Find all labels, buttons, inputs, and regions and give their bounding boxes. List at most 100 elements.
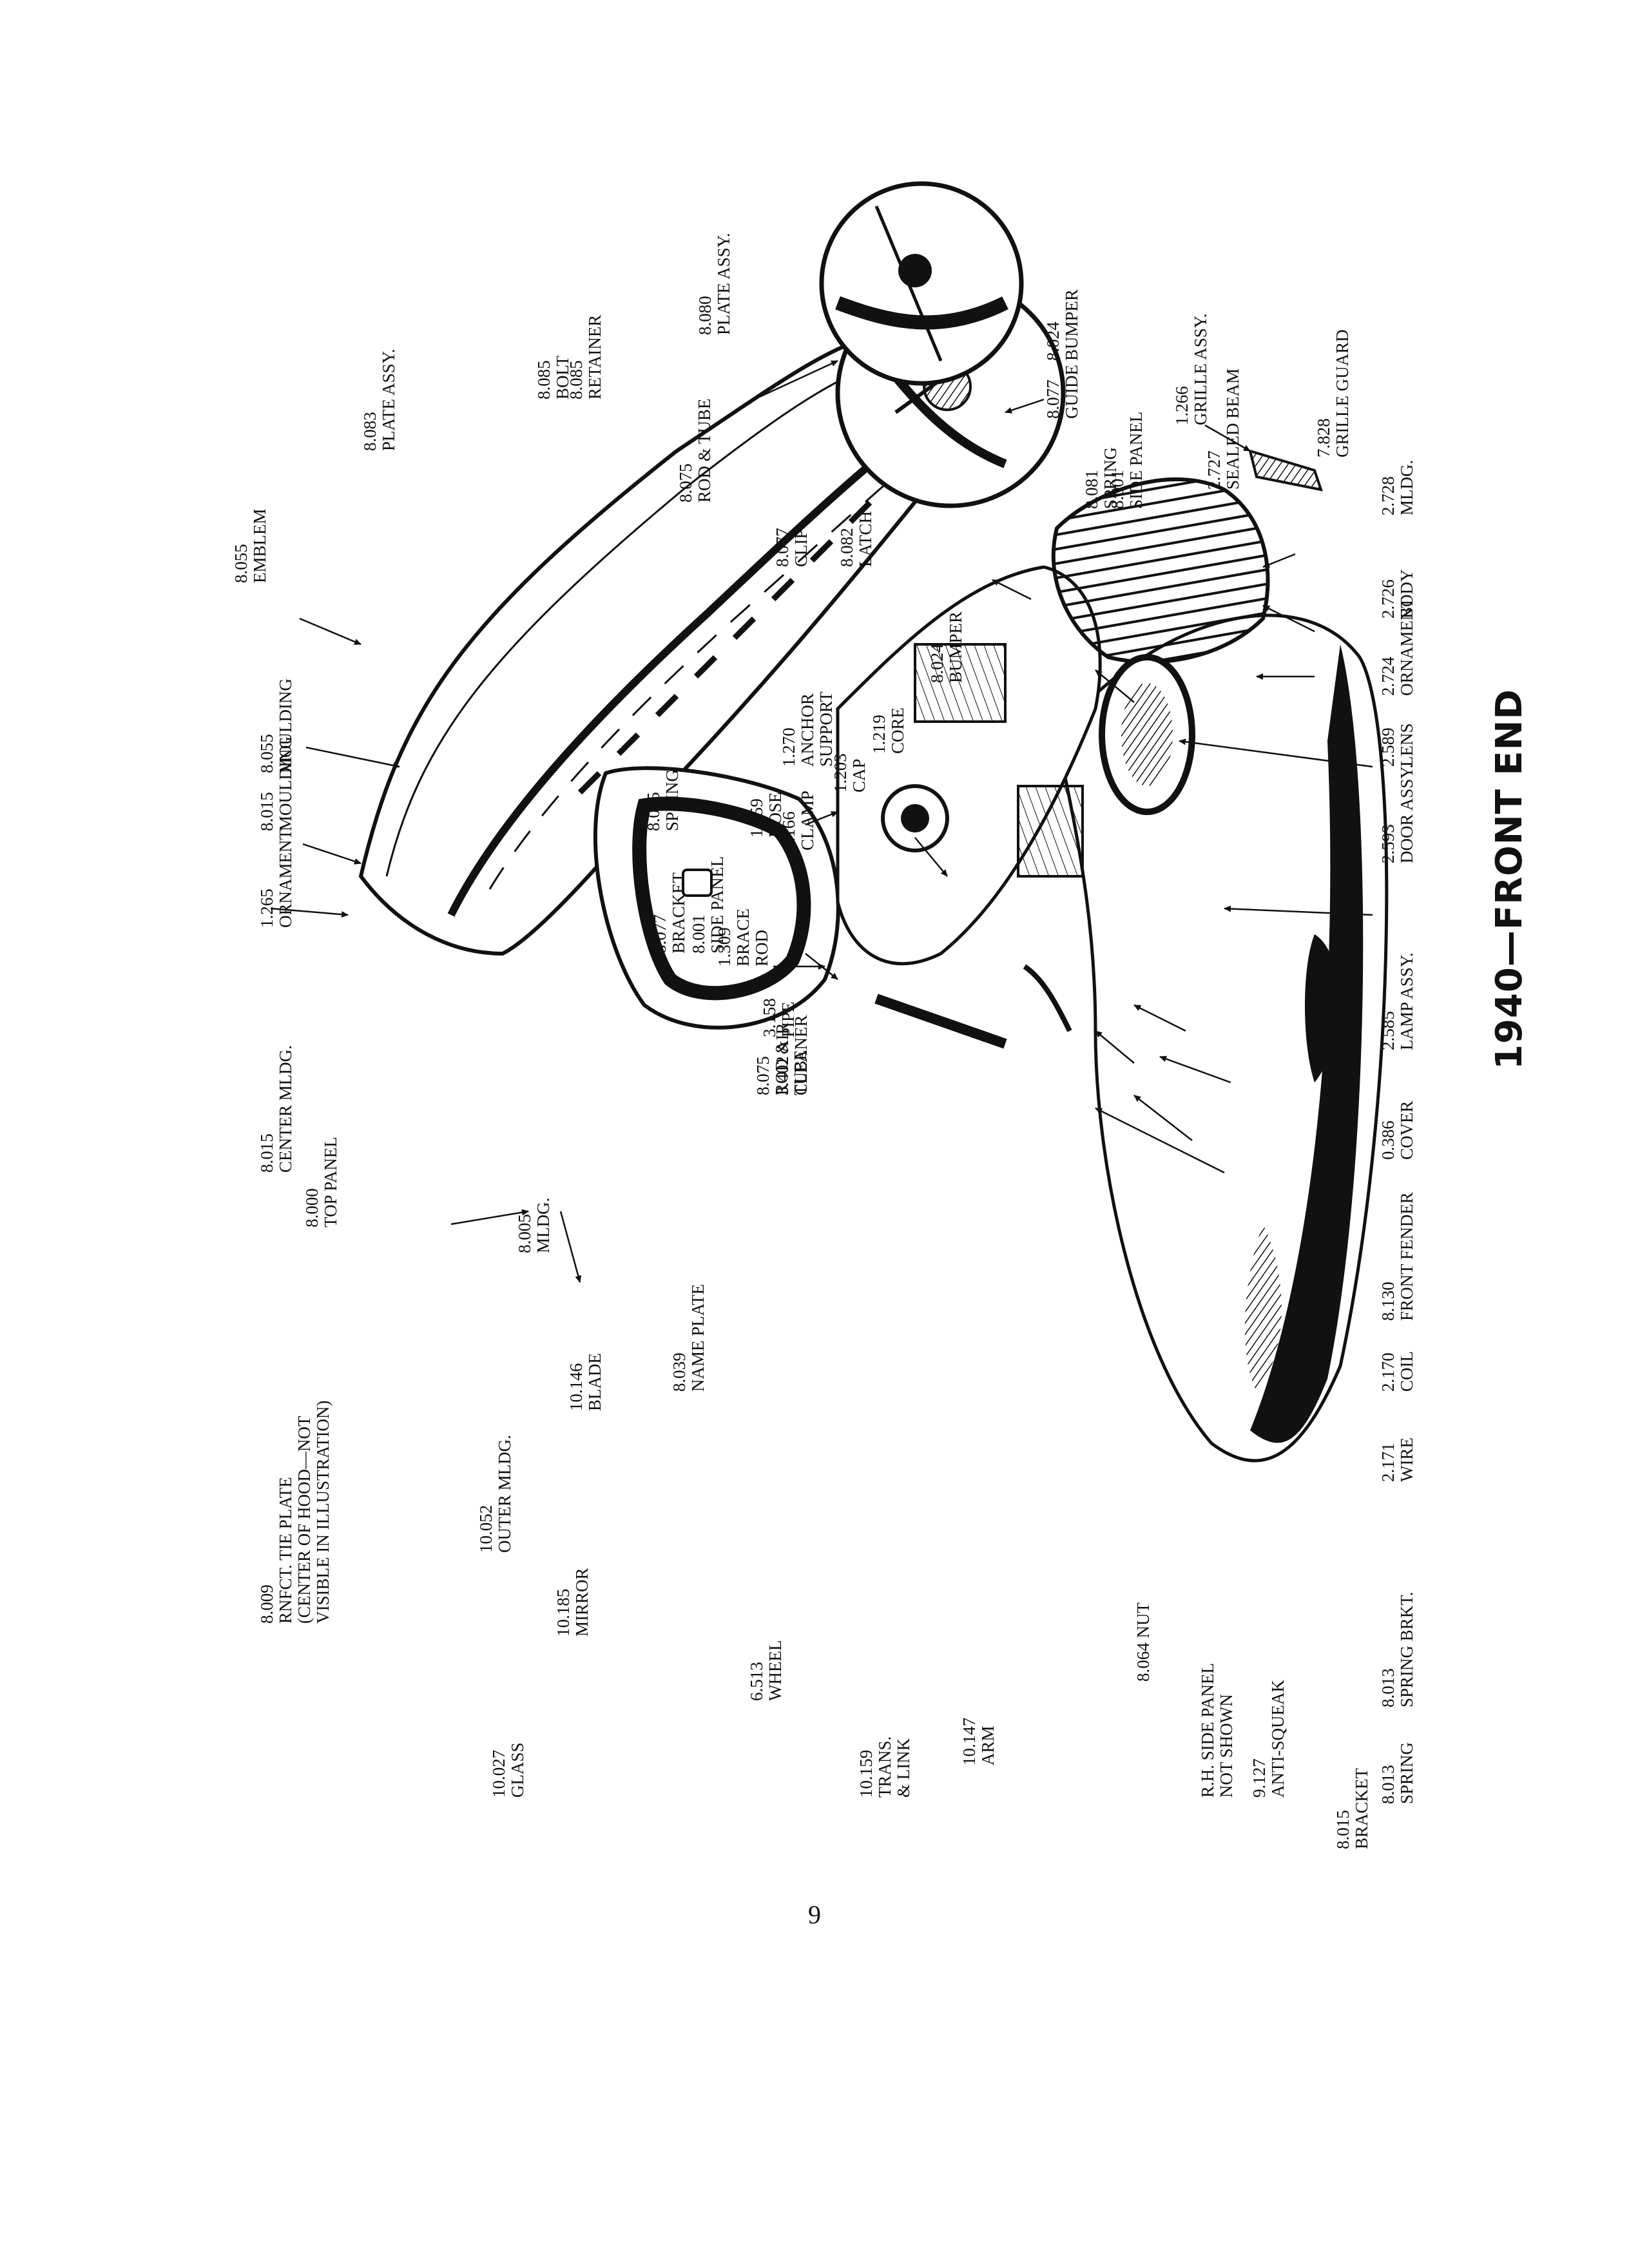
page-number: 9: [808, 1900, 821, 1929]
callout-line: BOLT: [553, 355, 572, 399]
callout-line: TRANS.: [875, 1736, 894, 1798]
callout-line: 2.726: [1378, 579, 1398, 619]
callout-line: NAME PLATE: [688, 1283, 708, 1392]
callout-line: 8.001: [689, 914, 708, 954]
callout-line: RETAINER: [585, 314, 604, 399]
callout-line: 8.085: [534, 360, 554, 399]
callout-line: 10.147: [959, 1717, 979, 1765]
callout-line: LAMP ASSY.: [1397, 952, 1416, 1050]
callout-line: 6.513: [747, 1662, 766, 1701]
callout-line: 1.159: [747, 798, 766, 838]
callout-line: CLIP: [791, 529, 811, 567]
front-fender-shape: [1055, 613, 1389, 1463]
callout-line: SPRING BRKT.: [1397, 1591, 1416, 1707]
leader-lines: [270, 360, 1373, 1283]
callout-line: 2.589: [1378, 727, 1398, 767]
callout-line: 8.009: [257, 1584, 276, 1624]
callout-line: (CENTER OF HOOD—NOT: [294, 1416, 314, 1624]
callout-line: 10.146: [566, 1363, 586, 1411]
callout-line: 8.055: [231, 544, 251, 583]
callout-line: SPRING: [1101, 447, 1120, 509]
callout-line: 1.203: [831, 753, 850, 793]
callout-line: 7.828: [1314, 418, 1333, 457]
callout-line: MOULDING: [276, 736, 295, 831]
callout-line: MIRROR: [572, 1568, 592, 1637]
callout-line: 8.077: [650, 914, 670, 954]
callout-line: 8.130: [1378, 1282, 1398, 1321]
callout-line: ANTI-SQUEAK: [1268, 1680, 1287, 1798]
callout-line: 8.077: [773, 528, 792, 567]
callout-line: BRACE: [733, 908, 753, 966]
callout-line: R.H. SIDE PANEL: [1198, 1662, 1217, 1798]
callout-line: 8.024: [1043, 322, 1063, 361]
callout-line: & LINK: [894, 1738, 913, 1798]
callout-line: NOT SHOWN: [1217, 1694, 1236, 1798]
callout-line: BODY: [1397, 569, 1416, 619]
callout-line: 9.127: [1249, 1758, 1269, 1798]
callout-line: VISIBLE IN ILLUSTRATION): [313, 1400, 333, 1624]
hood-shape: [358, 332, 1033, 956]
callout-line: 8.083: [360, 412, 380, 451]
callout-line: 1.309: [715, 927, 734, 966]
callout-line: ROD: [752, 929, 771, 966]
callout-line: 8.024: [927, 644, 947, 683]
callout-line: TUBE: [791, 1050, 810, 1096]
callout-line: 8.013: [1378, 1668, 1398, 1707]
callout-line: 8.005: [515, 1214, 534, 1253]
callout-line: 8.075: [753, 1056, 773, 1095]
callout-line: 8.064 NUT: [1133, 1602, 1153, 1682]
callout-line: 2.585: [1378, 1011, 1398, 1050]
callout-line: CAP: [849, 758, 869, 793]
callout-line: 2.171: [1378, 1443, 1398, 1482]
callout-line: FRONT FENDER: [1397, 1192, 1416, 1321]
callout-line: OUTER MLDG.: [495, 1435, 514, 1553]
callout-line: SPRING: [662, 769, 682, 831]
callout-line: GRILLE ASSY.: [1191, 313, 1210, 425]
callout-line: EMBLEM: [250, 508, 269, 583]
callout-line: LATCH: [856, 511, 875, 567]
callout-line: WIRE: [1397, 1437, 1416, 1482]
callout-line: BRACKET: [1352, 1767, 1371, 1849]
callout-line: HOSE: [766, 792, 785, 838]
callout-line: GLASS: [508, 1742, 527, 1798]
callout-line: RNFCT. TIE PLATE: [276, 1477, 295, 1624]
callout-line: LENS: [1397, 723, 1416, 767]
